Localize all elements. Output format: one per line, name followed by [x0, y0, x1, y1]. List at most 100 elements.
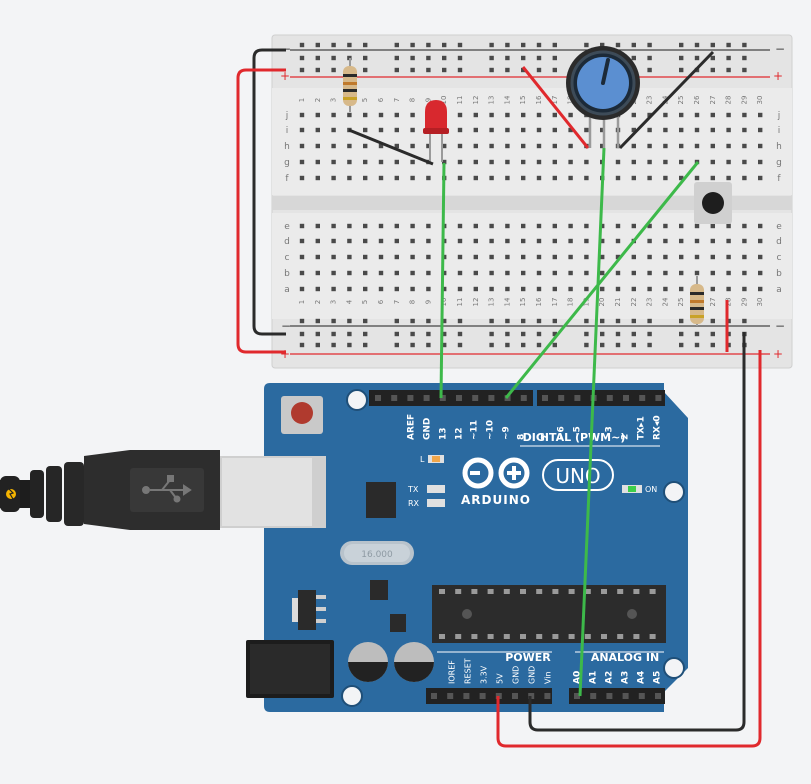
breadboard-hole[interactable] — [710, 127, 715, 133]
breadboard-hole[interactable] — [758, 159, 763, 165]
breadboard-hole[interactable] — [394, 286, 399, 292]
header-socket[interactable] — [488, 395, 495, 401]
breadboard-hole[interactable] — [521, 254, 526, 260]
rail-hole[interactable] — [410, 42, 415, 48]
breadboard-hole[interactable] — [600, 286, 605, 292]
breadboard-hole[interactable] — [426, 270, 431, 276]
breadboard-hole[interactable] — [363, 127, 368, 133]
breadboard-hole[interactable] — [505, 254, 510, 260]
breadboard-hole[interactable] — [615, 286, 621, 292]
breadboard-hole[interactable] — [647, 223, 652, 229]
breadboard-hole[interactable] — [394, 143, 399, 149]
breadboard-hole[interactable] — [521, 143, 526, 149]
breadboard-hole[interactable] — [473, 223, 478, 229]
breadboard-hole[interactable] — [489, 238, 494, 244]
rail-hole[interactable] — [710, 42, 715, 48]
breadboard-hole[interactable] — [663, 254, 668, 260]
breadboard-hole[interactable] — [315, 270, 320, 276]
rail-hole[interactable] — [536, 42, 542, 48]
breadboard-hole[interactable] — [505, 112, 510, 118]
rail-hole[interactable] — [442, 318, 447, 324]
breadboard-hole[interactable] — [726, 143, 731, 149]
breadboard-hole[interactable] — [552, 286, 557, 292]
breadboard-hole[interactable] — [363, 238, 368, 244]
breadboard-hole[interactable] — [568, 175, 573, 181]
rail-hole[interactable] — [363, 67, 368, 73]
rail-hole[interactable] — [726, 42, 731, 48]
wire-green-button-pin9[interactable] — [504, 161, 700, 399]
breadboard-hole[interactable] — [315, 254, 320, 260]
wire-black-pot-ground[interactable] — [618, 50, 715, 150]
breadboard-hole[interactable] — [758, 238, 763, 244]
breadboard-hole[interactable] — [331, 223, 336, 229]
rail-hole[interactable] — [394, 331, 399, 337]
rail-hole[interactable] — [647, 55, 652, 61]
breadboard-hole[interactable] — [568, 254, 573, 260]
breadboard-hole[interactable] — [726, 223, 731, 229]
breadboard-hole[interactable] — [694, 112, 700, 118]
rail-hole[interactable] — [457, 42, 463, 48]
breadboard-hole[interactable] — [299, 159, 305, 165]
rail-hole[interactable] — [584, 318, 589, 324]
breadboard-hole[interactable] — [663, 286, 668, 292]
rail-hole[interactable] — [694, 55, 700, 61]
breadboard-hole[interactable] — [410, 112, 415, 118]
breadboard-hole[interactable] — [394, 112, 399, 118]
breadboard-hole[interactable] — [584, 270, 589, 276]
breadboard-hole[interactable] — [410, 159, 415, 165]
breadboard-hole[interactable] — [552, 254, 557, 260]
breadboard-hole[interactable] — [600, 143, 605, 149]
rail-hole[interactable] — [694, 42, 700, 48]
breadboard-hole[interactable] — [679, 127, 684, 133]
rail-hole[interactable] — [742, 318, 747, 324]
breadboard-hole[interactable] — [426, 175, 431, 181]
rail-hole[interactable] — [363, 42, 368, 48]
header-socket[interactable] — [606, 693, 613, 699]
breadboard-hole[interactable] — [742, 286, 747, 292]
breadboard-hole[interactable] — [758, 175, 763, 181]
rail-hole[interactable] — [426, 342, 431, 348]
breadboard-hole[interactable] — [663, 223, 668, 229]
breadboard-hole[interactable] — [378, 223, 384, 229]
breadboard-hole[interactable] — [552, 270, 557, 276]
header-socket[interactable] — [463, 693, 470, 699]
breadboard-hole[interactable] — [647, 127, 652, 133]
rail-hole[interactable] — [394, 67, 399, 73]
rail-hole[interactable] — [331, 318, 336, 324]
breadboard-hole[interactable] — [631, 175, 636, 181]
breadboard-hole[interactable] — [758, 254, 763, 260]
breadboard-hole[interactable] — [742, 143, 747, 149]
breadboard-hole[interactable] — [489, 270, 494, 276]
rail-hole[interactable] — [631, 42, 636, 48]
rail-hole[interactable] — [410, 342, 415, 348]
breadboard-hole[interactable] — [457, 127, 463, 133]
breadboard-hole[interactable] — [521, 286, 526, 292]
breadboard-hole[interactable] — [489, 143, 494, 149]
breadboard-hole[interactable] — [742, 159, 747, 165]
rail-hole[interactable] — [631, 55, 636, 61]
breadboard-hole[interactable] — [726, 254, 731, 260]
breadboard-hole[interactable] — [394, 159, 399, 165]
breadboard-hole[interactable] — [694, 127, 700, 133]
breadboard-hole[interactable] — [442, 286, 447, 292]
breadboard-hole[interactable] — [473, 112, 478, 118]
breadboard-hole[interactable] — [363, 270, 368, 276]
breadboard-hole[interactable] — [647, 143, 652, 149]
breadboard-hole[interactable] — [679, 143, 684, 149]
breadboard-hole[interactable] — [663, 112, 668, 118]
rail-hole[interactable] — [315, 342, 320, 348]
breadboard-hole[interactable] — [505, 175, 510, 181]
breadboard-hole[interactable] — [489, 223, 494, 229]
breadboard-hole[interactable] — [505, 159, 510, 165]
breadboard-hole[interactable] — [631, 159, 636, 165]
breadboard-hole[interactable] — [726, 270, 731, 276]
breadboard-hole[interactable] — [457, 223, 463, 229]
rail-hole[interactable] — [742, 42, 747, 48]
breadboard-hole[interactable] — [710, 223, 715, 229]
breadboard-hole[interactable] — [347, 270, 352, 276]
rail-hole[interactable] — [394, 318, 399, 324]
rail-hole[interactable] — [331, 55, 336, 61]
wire-green-led-pin13[interactable] — [439, 162, 446, 399]
header-socket[interactable] — [456, 395, 462, 401]
breadboard-hole[interactable] — [726, 286, 731, 292]
